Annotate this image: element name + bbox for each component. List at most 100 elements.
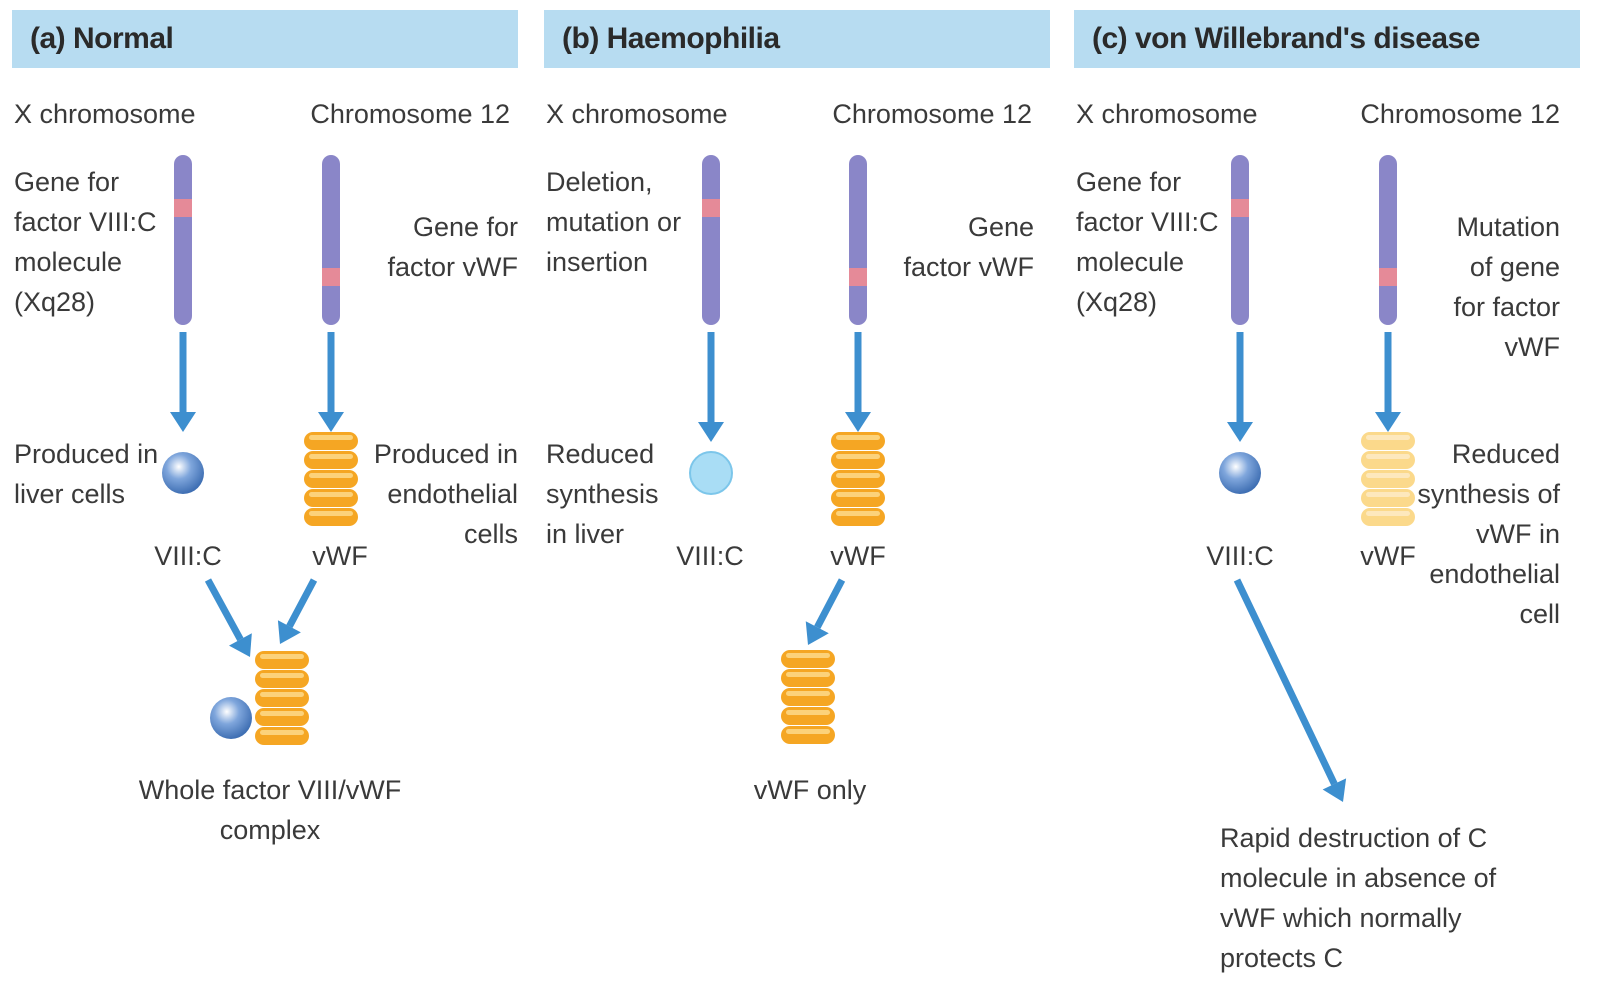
multimer-highlight	[309, 435, 353, 440]
multimer-unit	[304, 508, 358, 526]
multimer-highlight	[1366, 511, 1410, 516]
arrow-down-icon	[170, 332, 196, 432]
multimer-highlight	[1366, 454, 1410, 459]
chromosome-icon	[1379, 155, 1397, 325]
multimer-unit	[255, 689, 309, 707]
panel-von-willebrand: (c) von Willebrand's disease X chromosom…	[1060, 0, 1608, 998]
vwf-production-note: Produced in endothelial cells	[373, 439, 518, 549]
arrow-head	[805, 621, 829, 645]
chromosome-12-label: Chromosome 12	[310, 99, 510, 129]
multimer-highlight	[309, 492, 353, 497]
multimer-highlight	[260, 711, 304, 716]
multimer-highlight	[786, 691, 830, 696]
chromosome-band	[1231, 199, 1249, 217]
arrow-down-icon	[318, 332, 344, 432]
vwf-production-note: Reduced synthesis of vWF in endothelial …	[1417, 439, 1560, 629]
stacked-multimer-icon	[304, 432, 358, 526]
vwf-gene-note: Gene factor vWF	[903, 212, 1034, 282]
chromosome-band	[174, 199, 192, 217]
arrow-head	[277, 620, 301, 644]
sphere-body	[162, 452, 204, 494]
multimer-unit	[831, 489, 885, 507]
multimer-unit	[831, 508, 885, 526]
multimer-highlight	[836, 435, 880, 440]
multimer-unit	[1361, 451, 1415, 469]
multimer-unit	[255, 651, 309, 669]
sphere-body	[689, 451, 733, 495]
panel-header: (a) Normal	[12, 10, 518, 68]
outcome-label: Rapid destruction of C molecule in absen…	[1220, 823, 1497, 973]
panel-normal: (a) Normal X chromosome Chromosome 12 Ge…	[0, 0, 530, 998]
multimer-unit	[255, 727, 309, 745]
multimer-unit	[255, 670, 309, 688]
chromosome-band	[1379, 268, 1397, 286]
arrow-down-icon	[1227, 332, 1253, 442]
multimer-highlight	[786, 710, 830, 715]
arrow-head	[1322, 778, 1347, 802]
arrow-shaft	[204, 578, 244, 642]
stacked-multimer-icon	[781, 650, 835, 744]
multimer-highlight	[786, 672, 830, 677]
multimer-unit	[304, 451, 358, 469]
chromosome-band	[702, 199, 720, 217]
arrow-head	[170, 412, 196, 432]
multimer-highlight	[260, 654, 304, 659]
arrow-down-icon	[1233, 578, 1347, 802]
outcome-label: Whole factor VIII/vWF complex	[138, 775, 402, 845]
multimer-unit	[831, 470, 885, 488]
vwf-product-label: vWF	[830, 541, 886, 571]
chromosome-icon	[1231, 155, 1249, 325]
multimer-unit	[1361, 470, 1415, 488]
sphere-icon	[210, 697, 252, 739]
chromosome-body	[174, 155, 192, 325]
arrow-down-icon	[698, 332, 724, 442]
x-chromosome-label: X chromosome	[546, 99, 728, 129]
multimer-unit	[781, 726, 835, 744]
multimer-highlight	[309, 454, 353, 459]
multimer-highlight	[836, 492, 880, 497]
chromosome-icon	[849, 155, 867, 325]
arrow-down-icon	[1375, 332, 1401, 432]
multimer-highlight	[1366, 435, 1410, 440]
multimer-unit	[1361, 432, 1415, 450]
sphere-icon	[162, 452, 204, 494]
panel-header: (c) von Willebrand's disease	[1074, 10, 1580, 68]
chromosome-band	[322, 268, 340, 286]
chromosome-body	[1231, 155, 1249, 325]
vwf-product-label: vWF	[312, 541, 368, 571]
arrow-down-icon	[204, 578, 252, 657]
multimer-unit	[781, 669, 835, 687]
multimer-unit	[1361, 508, 1415, 526]
sphere-icon	[1219, 452, 1261, 494]
multimer-unit	[255, 708, 309, 726]
multimer-unit	[304, 489, 358, 507]
chromosome-body	[702, 155, 720, 325]
multimer-highlight	[836, 511, 880, 516]
chromosome-12-label: Chromosome 12	[1360, 99, 1560, 129]
chromosome-body	[849, 155, 867, 325]
arrow-head	[845, 412, 871, 432]
arrow-shaft	[286, 578, 318, 628]
stacked-multimer-icon	[1361, 432, 1415, 526]
arrow-down-icon	[277, 578, 318, 644]
sphere-body	[1219, 452, 1261, 494]
panel-haemophilia: (b) Haemophilia X chromosome Chromosome …	[530, 0, 1060, 998]
sphere-icon	[689, 451, 733, 495]
arrow-head	[1375, 412, 1401, 432]
multimer-highlight	[1366, 473, 1410, 478]
chromosome-icon	[702, 155, 720, 325]
multimer-highlight	[1366, 492, 1410, 497]
multimer-unit	[781, 688, 835, 706]
viiic-product-label: VIII:C	[154, 541, 222, 571]
x-chromosome-label: X chromosome	[1076, 99, 1258, 129]
multimer-unit	[831, 432, 885, 450]
chromosome-body	[322, 155, 340, 325]
vwf-gene-note: Mutation of gene for factor vWF	[1453, 212, 1560, 362]
viiic-product-label: VIII:C	[1206, 541, 1274, 571]
stacked-multimer-icon	[255, 651, 309, 745]
viiic-production-note: Produced in liver cells	[14, 439, 159, 509]
outcome-label: vWF only	[753, 775, 867, 805]
x-chromosome-label: X chromosome	[14, 99, 196, 129]
viiic-gene-note: Gene for factor VIII:C molecule (Xq28)	[1076, 167, 1219, 317]
